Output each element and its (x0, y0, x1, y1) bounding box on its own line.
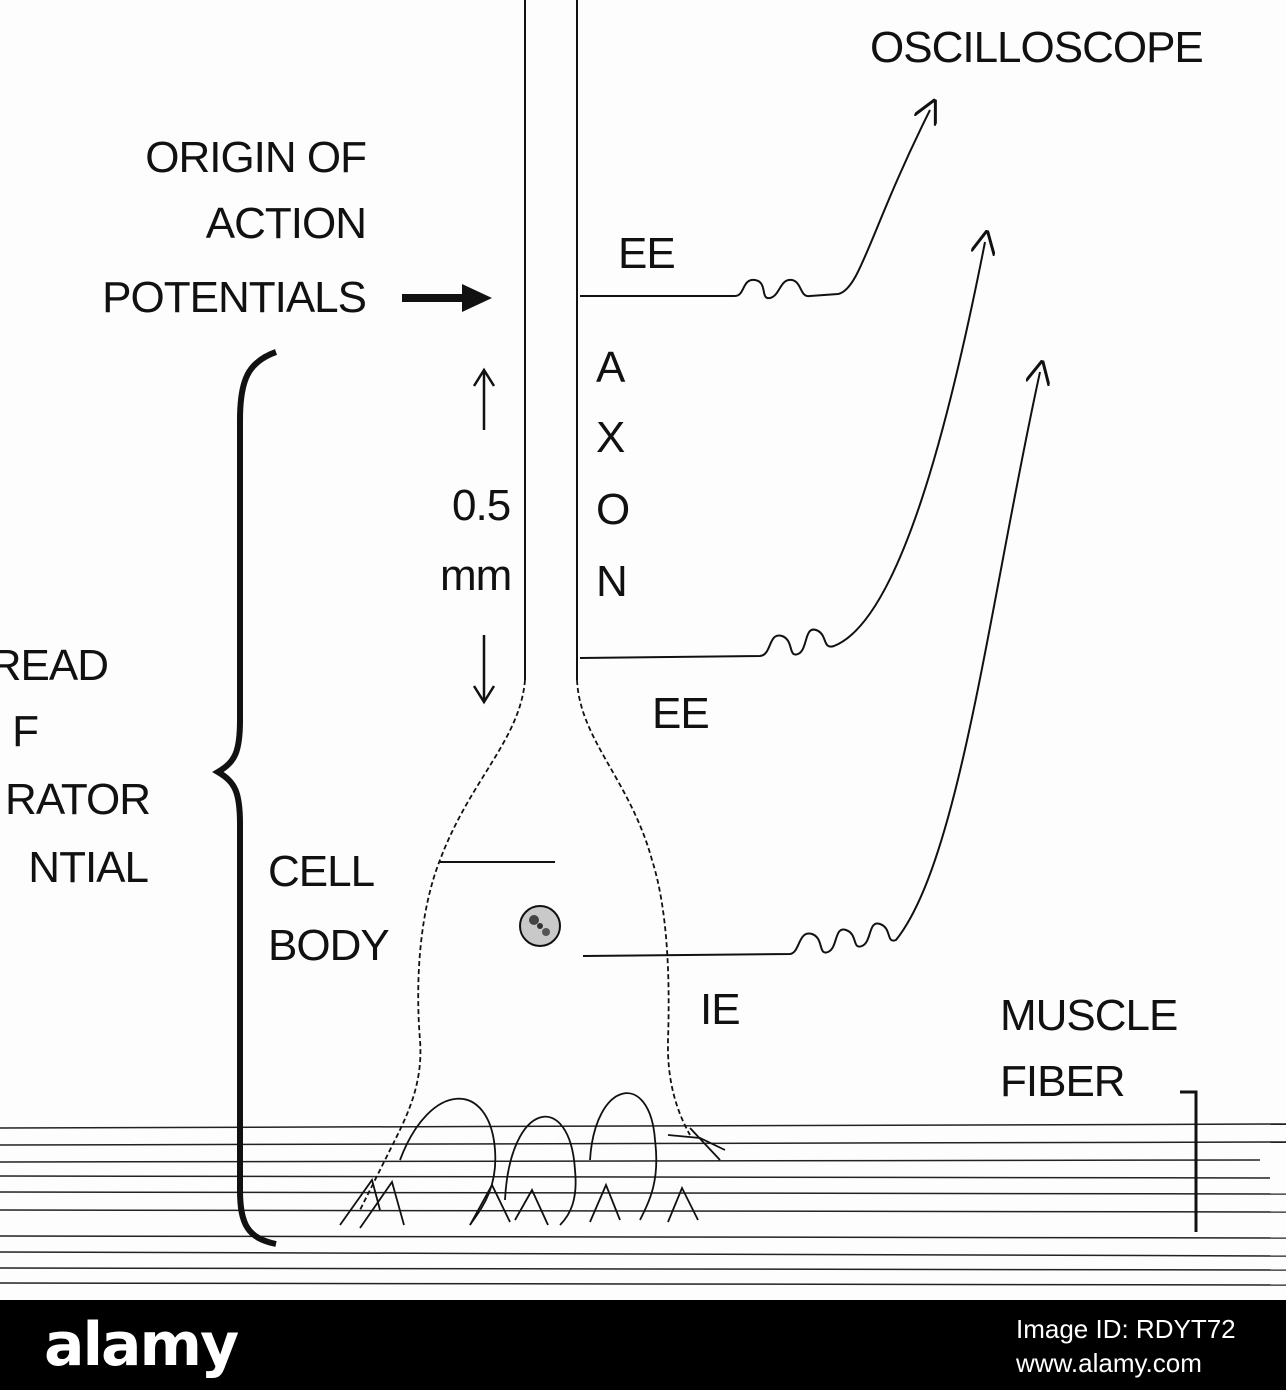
electrode-wires (440, 110, 1040, 957)
label-axon: A X O N (596, 343, 630, 606)
muscle-fiber-lines (0, 1123, 1286, 1286)
label-axon-letter-a: A (596, 343, 626, 392)
label-ee-top: EE (618, 229, 675, 278)
label-ee-bottom: EE (652, 689, 709, 738)
alamy-logo: alamy (44, 1310, 239, 1380)
label-spread-line2: F (12, 707, 38, 756)
label-muscle-line1: MUSCLE (1000, 991, 1177, 1040)
label-origin-line1: ORIGIN OF (145, 133, 366, 182)
label-distance-unit: mm (440, 551, 511, 600)
dendrite-loops (339, 1092, 726, 1229)
site-url-text: www.alamy.com (1016, 1348, 1202, 1378)
label-axon-letter-n: N (596, 557, 627, 606)
label-axon-letter-x: X (596, 413, 625, 462)
label-cell-line1: CELL (268, 847, 375, 896)
label-ie: IE (700, 985, 740, 1034)
watermark-footer: alamy Image ID: RDYT72 www.alamy.com (0, 1300, 1286, 1390)
label-origin-line3: POTENTIALS (102, 273, 366, 322)
neuron-diagram: OSCILLOSCOPE ORIGIN OF ACTION POTENTIALS… (0, 0, 1286, 1286)
muscle-fiber-bracket (1180, 1090, 1198, 1232)
origin-arrow (402, 284, 492, 312)
label-origin-line2: ACTION (206, 199, 366, 248)
label-spread-line4: NTIAL (28, 843, 148, 892)
label-cell-line2: BODY (268, 921, 389, 970)
label-distance-value: 0.5 (452, 481, 510, 530)
label-axon-letter-o: O (596, 485, 629, 534)
nucleus (519, 905, 561, 947)
distance-arrows (472, 367, 496, 705)
cell-body-outline (359, 679, 691, 1211)
label-muscle-line2: FIBER (1000, 1057, 1125, 1106)
label-oscilloscope: OSCILLOSCOPE (870, 23, 1203, 72)
axon-outline (524, 0, 578, 680)
image-id-text: Image ID: RDYT72 (1016, 1314, 1236, 1344)
spread-brace (212, 349, 278, 1247)
label-spread-line1: READ (0, 641, 108, 690)
label-spread-line3: RATOR (5, 775, 150, 824)
